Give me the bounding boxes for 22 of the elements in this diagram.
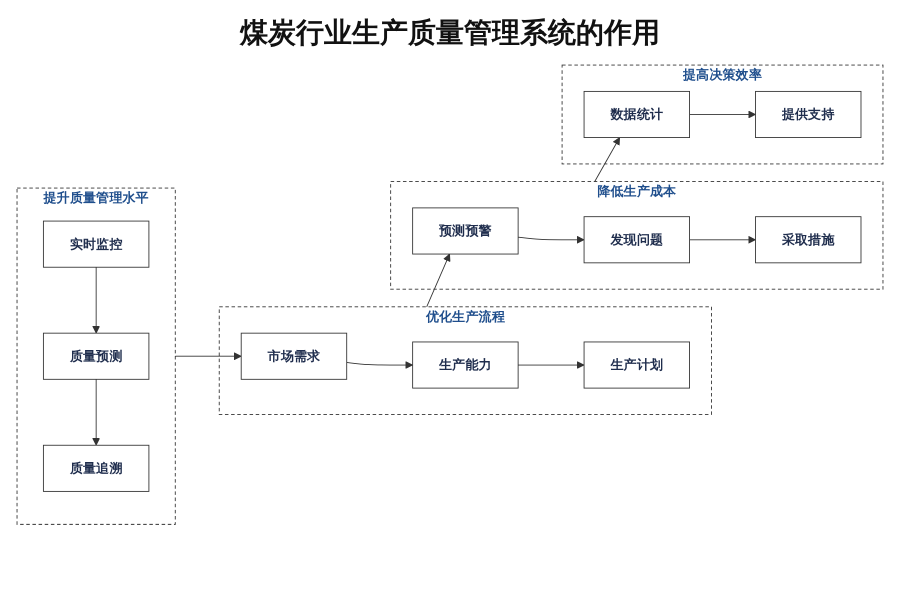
arrow (174, 352, 242, 360)
arrow (689, 236, 756, 244)
node-box: 实时监控 (42, 220, 150, 268)
node-box: 市场需求 (240, 332, 348, 380)
node-box: 生产计划 (584, 342, 690, 389)
node-box: 数据统计 (584, 90, 690, 138)
arrow (518, 361, 584, 369)
node-box: 质量预测 (42, 332, 150, 380)
node-box: 发现问题 (584, 216, 690, 264)
arrow (346, 361, 413, 369)
arrow (426, 254, 450, 308)
node-box: 生产能力 (412, 342, 519, 389)
arrow (518, 236, 584, 244)
diagram-title: 煤炭行业生产质量管理系统的作用 (238, 15, 661, 51)
arrow (92, 378, 100, 446)
arrow (92, 266, 100, 334)
arrow (594, 137, 620, 182)
node-box: 采取措施 (755, 216, 862, 264)
node-box: 预测预警 (412, 207, 519, 254)
arrow (689, 110, 756, 118)
node-box: 提供支持 (755, 90, 862, 138)
node-box: 质量追溯 (42, 444, 150, 492)
